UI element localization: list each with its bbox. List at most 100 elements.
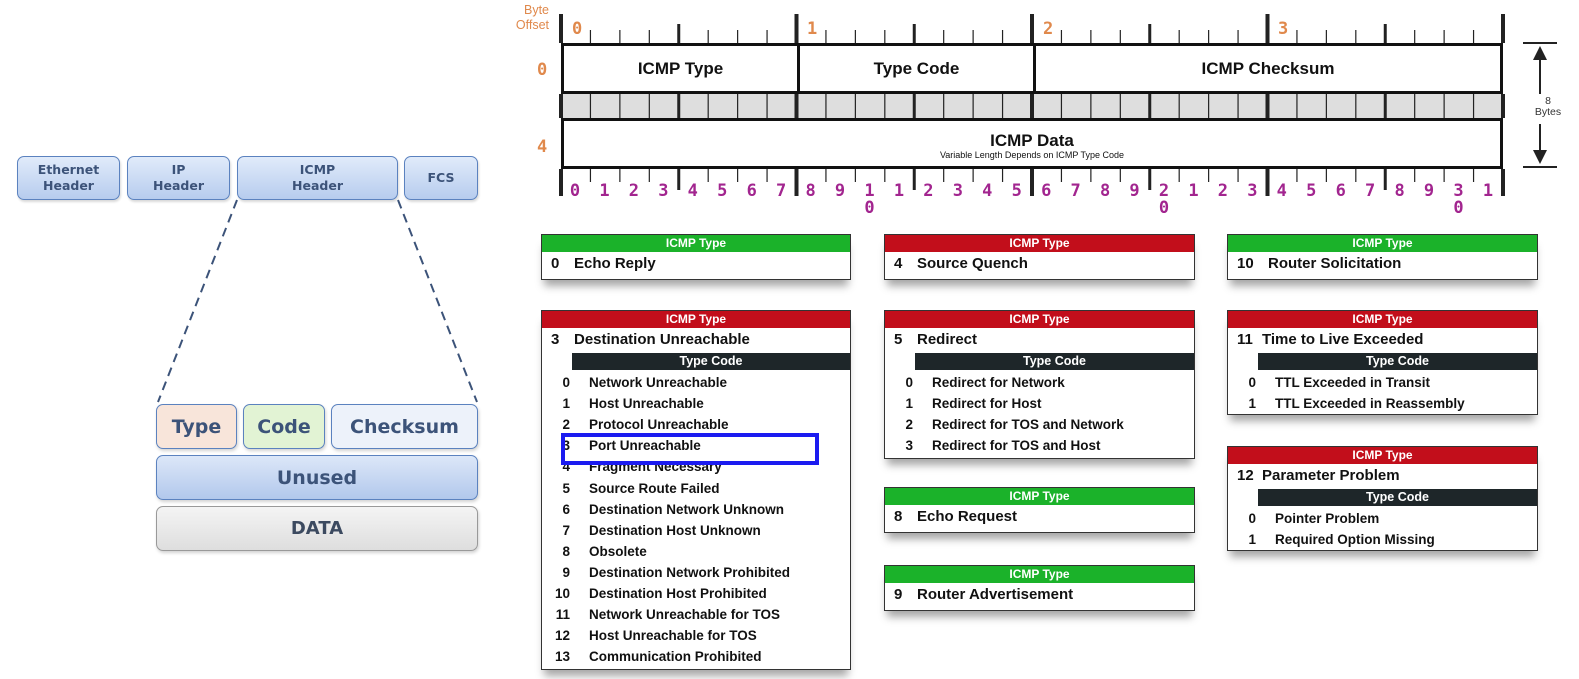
port-unreachable-highlight <box>561 433 819 465</box>
code-number: 7 <box>562 522 570 538</box>
fcs-label: FCS <box>427 170 455 186</box>
code-field-label: Code <box>257 415 311 438</box>
row-offset-4: 4 <box>537 137 548 157</box>
bit-number: 7 <box>1365 181 1376 201</box>
bit-number: 6 <box>1041 181 1052 201</box>
code-number: 0 <box>562 375 570 391</box>
card-header: ICMP Type <box>1228 235 1537 252</box>
type-number: 9 <box>894 586 903 603</box>
icmp-data-note: Variable Length Depends on ICMP Type Cod… <box>939 150 1125 160</box>
type-number: 4 <box>894 255 903 272</box>
card-header: ICMP Type <box>885 311 1194 328</box>
code-description: Protocol Unreachable <box>589 417 729 433</box>
zoom-line-left <box>157 199 238 403</box>
ip-header-block: IP Header <box>127 156 230 200</box>
bit-number: 3 <box>658 181 669 201</box>
type-code-bar: Type Code <box>1258 353 1537 370</box>
bit-number: 9 <box>1423 181 1435 201</box>
code-field: Code <box>243 404 325 449</box>
code-description: Network Unreachable for TOS <box>589 607 781 623</box>
type-name: Time to Live Exceeded <box>1262 331 1424 348</box>
zoom-lines <box>157 199 478 403</box>
code-description: Redirect for Network <box>932 375 1065 391</box>
card-header: ICMP Type <box>885 566 1194 583</box>
type-name: Router Advertisement <box>917 586 1074 603</box>
code-number: 2 <box>905 417 913 433</box>
code-description: Port Unreachable <box>589 438 701 454</box>
code-description: TTL Exceeded in Transit <box>1275 375 1431 391</box>
code-description: Redirect for Host <box>932 396 1042 412</box>
bit-number: 9 <box>1129 181 1140 201</box>
icmp-data-label: ICMP Data <box>990 131 1074 150</box>
code-number: 0 <box>905 375 913 391</box>
type-code-bar: Type Code <box>1258 489 1537 506</box>
bit-number: 2 <box>628 181 640 201</box>
size-arrow-head-up <box>1533 46 1547 60</box>
bit-number: 8 <box>805 181 816 201</box>
code-description: Destination Host Unknown <box>589 522 761 538</box>
byte-mark-2: 2 <box>1043 19 1054 39</box>
bit-number-second-digit: 0 <box>1453 198 1464 218</box>
bit-number: 7 <box>776 181 787 201</box>
checksum-field-label: Checksum <box>350 415 459 438</box>
type-field: Type <box>156 404 237 449</box>
code-description: Redirect for TOS and Host <box>932 438 1101 454</box>
bit-number: 1 <box>1188 181 1199 201</box>
code-description: Communication Prohibited <box>589 649 762 665</box>
code-number: 1 <box>1248 532 1256 548</box>
header-row-0: ICMP Type Type Code ICMP Checksum <box>561 43 1503 94</box>
bit-number: 3 <box>1247 181 1258 201</box>
code-number: 3 <box>905 438 913 454</box>
code-number: 2 <box>562 417 570 433</box>
data-field-label: DATA <box>290 518 344 539</box>
bit-number: 3 <box>952 181 963 201</box>
code-number: 1 <box>562 396 570 412</box>
code-description: Required Option Missing <box>1275 532 1435 548</box>
byte-offset-label: Byte Offset <box>515 3 549 32</box>
card-header: ICMP Type <box>1228 311 1537 328</box>
unused-field-label: Unused <box>276 466 358 489</box>
type-name: Parameter Problem <box>1262 467 1400 484</box>
checksum-field: Checksum <box>331 404 478 449</box>
bit-number: 6 <box>1335 181 1346 201</box>
code-number: 9 <box>562 564 570 580</box>
code-number: 10 <box>554 585 570 601</box>
header-row-4: ICMP Data Variable Length Depends on ICM… <box>561 118 1503 169</box>
code-number: 3 <box>562 438 570 454</box>
bit-number: 1 <box>1482 181 1494 201</box>
code-row: 7 Destination Host Unknown <box>542 520 850 541</box>
data-field: DATA <box>156 506 478 551</box>
card-header: ICMP Type <box>1228 447 1537 464</box>
card-header: ICMP Type <box>542 235 850 252</box>
type-number: 12 <box>1237 467 1254 484</box>
bit-number: 2 <box>1158 181 1170 201</box>
byte-mark-0: 0 <box>572 19 583 39</box>
bit-ruler <box>559 14 1557 196</box>
code-number: 4 <box>562 459 570 475</box>
unused-field: Unused <box>156 455 478 500</box>
row-offset-0: 0 <box>537 60 548 80</box>
code-description: Source Route Failed <box>589 480 720 496</box>
type-number: 8 <box>894 508 903 525</box>
bit-number: 8 <box>1099 181 1111 201</box>
card-title: 9 Router Advertisement <box>885 583 1194 608</box>
card-type-9: ICMP Type 9 Router Advertisement <box>884 565 1195 611</box>
